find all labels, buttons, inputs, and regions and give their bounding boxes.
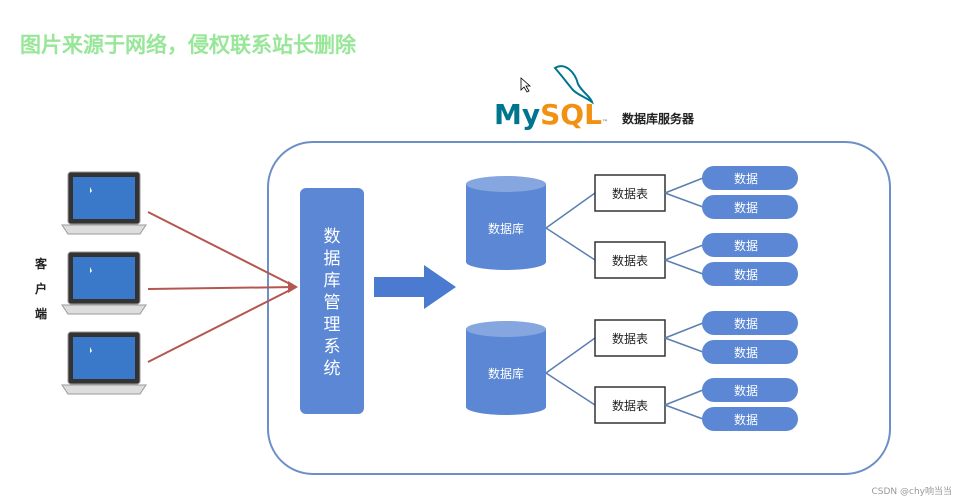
data-item — [702, 407, 798, 431]
database: 数据库 — [466, 321, 546, 415]
dbms-label-char: 统 — [324, 359, 341, 379]
laptop-icon — [61, 331, 147, 395]
data-label: 数据 — [734, 200, 758, 215]
table-label: 数据表 — [612, 253, 648, 268]
data-label: 数据 — [734, 383, 758, 398]
dbms-label-char: 库 — [324, 271, 341, 291]
data-item — [702, 166, 798, 190]
laptop-icon — [61, 251, 147, 315]
database: 数据库 — [466, 176, 546, 270]
dbms-label-char: 理 — [324, 315, 341, 335]
data-label: 数据 — [734, 316, 758, 331]
client-label-3: 端 — [35, 306, 47, 321]
client-label-1: 客 — [34, 256, 48, 271]
data-label: 数据 — [734, 171, 758, 186]
logo-tm: ™ — [602, 119, 608, 126]
laptop-icon — [61, 171, 147, 235]
dbms-label-char: 据 — [324, 249, 341, 269]
connection-arrow — [147, 286, 297, 363]
data-item — [702, 262, 798, 286]
data-item — [702, 340, 798, 364]
data-label: 数据 — [734, 238, 758, 253]
mysql-logo: MySQL™ — [494, 65, 608, 131]
data-label: 数据 — [734, 345, 758, 360]
connection-arrow — [147, 286, 297, 290]
database-label: 数据库 — [488, 366, 524, 381]
data-label: 数据 — [734, 412, 758, 427]
big-arrow-icon — [374, 265, 456, 309]
watermark: 图片来源于网络，侵权联系站长删除 — [20, 33, 357, 57]
data-label: 数据 — [734, 267, 758, 282]
dbms-label-char: 系 — [324, 337, 341, 357]
dbms-label-char: 数 — [324, 227, 341, 247]
server-label: 数据库服务器 — [622, 111, 695, 126]
dbms-box — [300, 188, 364, 414]
client-label-2: 户 — [35, 281, 47, 296]
svg-text:MySQL™: MySQL™ — [494, 98, 608, 131]
data-item — [702, 195, 798, 219]
dbms-label-char: 管 — [324, 293, 341, 313]
table-label: 数据表 — [612, 186, 648, 201]
arrowhead-icon — [288, 281, 298, 293]
data-item — [702, 311, 798, 335]
connection-arrow — [147, 211, 297, 288]
data-item — [702, 233, 798, 257]
database-label: 数据库 — [488, 221, 524, 236]
data-item — [702, 378, 798, 402]
table-label: 数据表 — [612, 331, 648, 346]
credit: CSDN @chy响当当 — [872, 485, 953, 497]
cursor-icon — [520, 77, 532, 93]
table-label: 数据表 — [612, 398, 648, 413]
server-container — [267, 141, 891, 475]
